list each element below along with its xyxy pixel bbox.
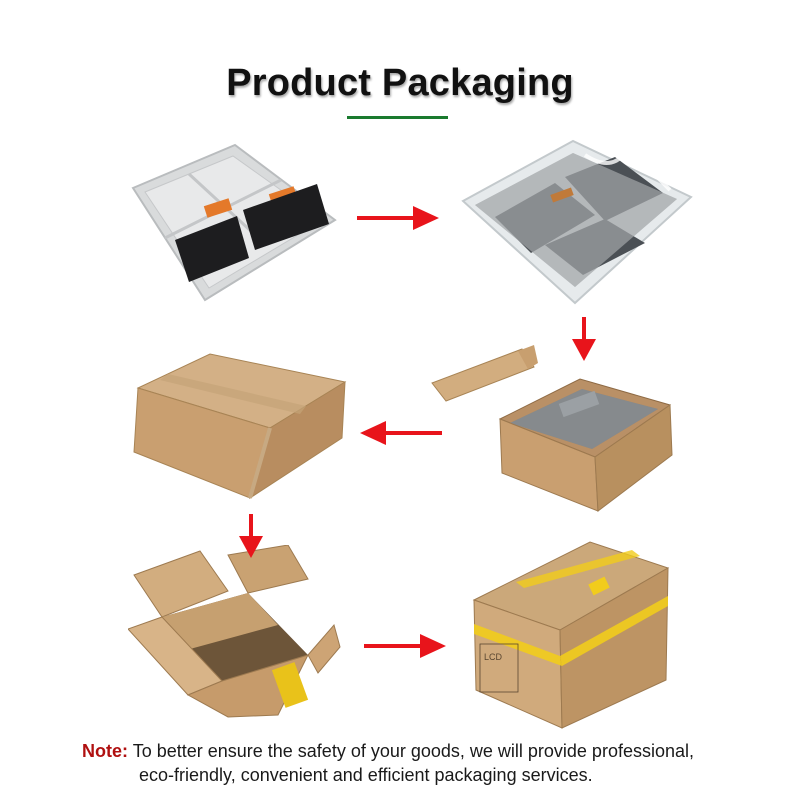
open-outer-carton-photo (128, 545, 341, 718)
trays-in-open-box-photo (431, 345, 673, 512)
note-line1: To better ensure the safety of your good… (132, 741, 694, 761)
packaging-note: Note: To better ensure the safety of you… (82, 739, 782, 787)
arrow-down-icon (239, 514, 263, 558)
plastic-tray-photo (131, 143, 337, 302)
note-line2: eco-friendly, convenient and efficient p… (139, 765, 593, 785)
closed-taped-box-photo (133, 353, 347, 500)
arrow-right-icon (357, 206, 439, 230)
arrow-left-icon (360, 421, 442, 445)
box-label-text: LCD (484, 652, 503, 662)
arrow-down-icon (572, 317, 596, 361)
note-label: Note: (82, 741, 128, 761)
sealed-outer-carton-photo: LCD (472, 541, 670, 729)
wrapped-trays-photo (461, 139, 693, 305)
title-underline (347, 116, 448, 119)
arrow-right-icon (364, 634, 446, 658)
page-title: Product Packaging (226, 62, 574, 104)
